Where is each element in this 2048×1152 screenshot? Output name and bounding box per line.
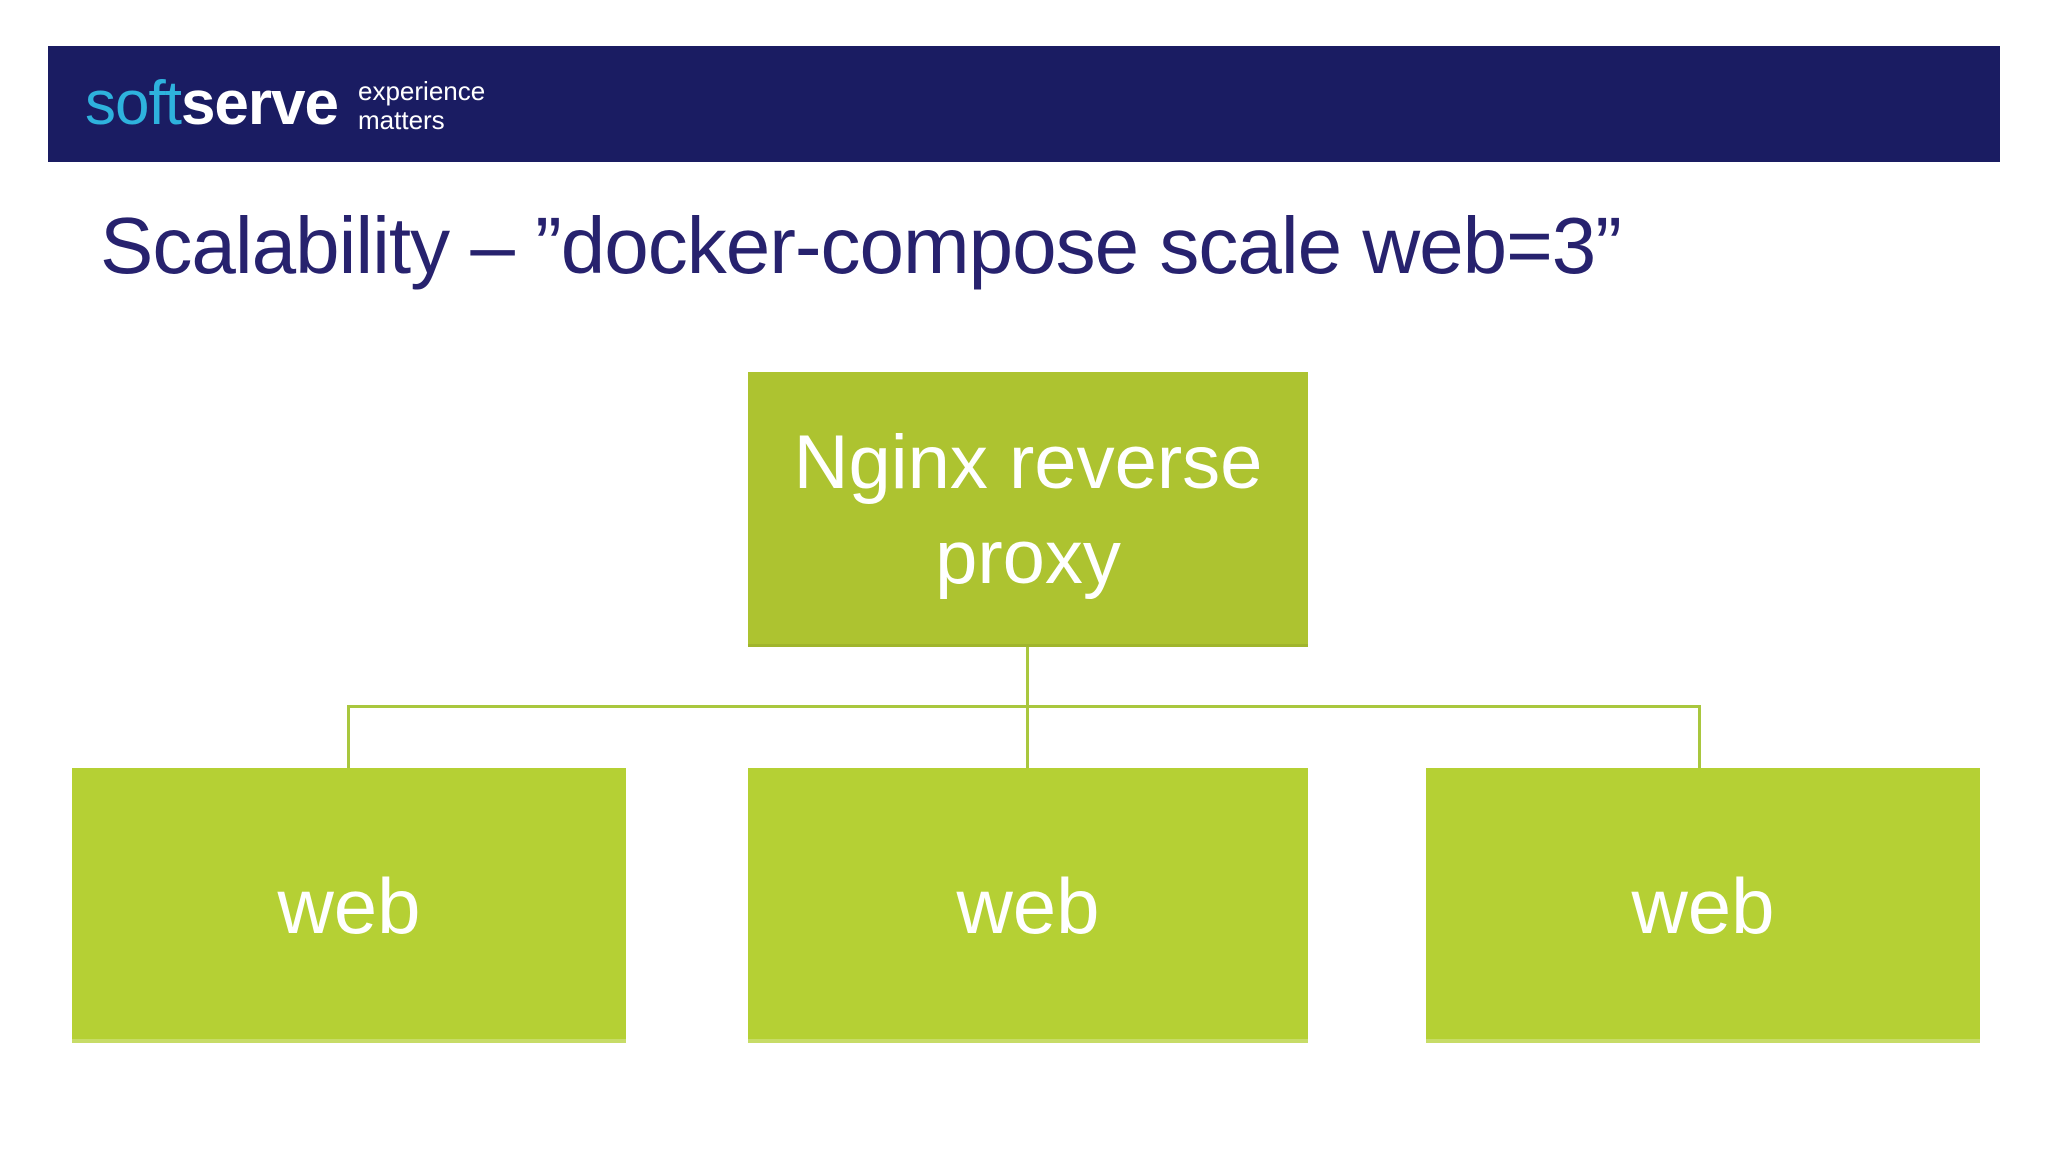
node-nginx-reverse-proxy: Nginx reverse proxy xyxy=(748,372,1308,647)
node-web-1: web xyxy=(72,768,626,1043)
node-label: Nginx reverse proxy xyxy=(793,419,1263,600)
node-label: web xyxy=(956,861,1100,950)
logo-part-soft: soft xyxy=(85,69,182,138)
header-bar: soft serve experience matters xyxy=(48,46,2000,162)
node-label: web xyxy=(1631,861,1775,950)
logo-tagline: experience matters xyxy=(358,73,485,134)
node-web-2: web xyxy=(748,768,1308,1043)
connector-horizontal xyxy=(347,705,1701,708)
connector-stub-right xyxy=(1698,705,1701,768)
connector-stub-left xyxy=(347,705,350,768)
logo-part-serve: serve xyxy=(180,69,339,138)
logo-tagline-line2: matters xyxy=(358,105,445,135)
softserve-logo: soft serve experience matters xyxy=(85,73,485,135)
connector-stub-middle xyxy=(1026,705,1029,768)
logo-wordmark: soft serve xyxy=(85,69,339,138)
node-label: web xyxy=(277,861,421,950)
node-web-3: web xyxy=(1426,768,1980,1043)
logo-tagline-line1: experience xyxy=(358,76,486,107)
slide-title: Scalability – ”docker-compose scale web=… xyxy=(100,201,1622,290)
connector-root-vertical xyxy=(1026,647,1029,707)
